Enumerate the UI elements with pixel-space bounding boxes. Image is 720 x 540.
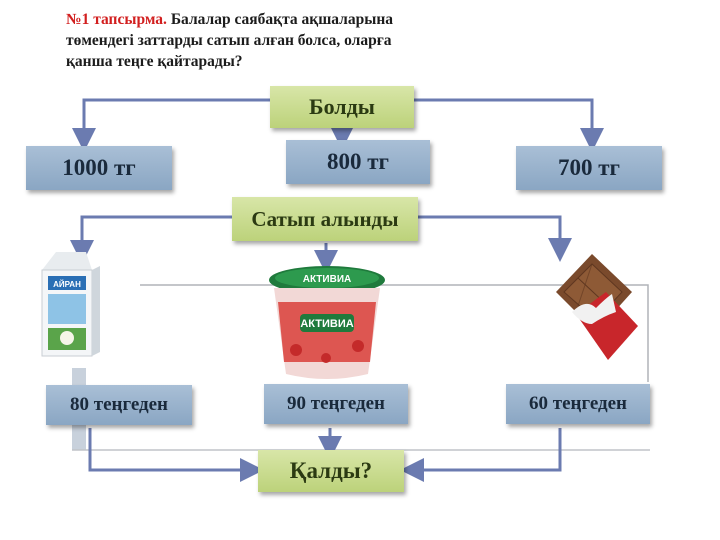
price-box-3: 60 теңгеден bbox=[506, 384, 650, 424]
yogurt-lid-text: АКТИВИА bbox=[303, 274, 352, 285]
task-line-1: Балалар саябақта ақшаларына bbox=[170, 11, 394, 28]
had-label-box: Болды bbox=[270, 86, 414, 128]
milk-brand-text: АЙРАН bbox=[53, 280, 81, 289]
price-box-1: 80 теңгеден bbox=[46, 385, 192, 425]
left-question-box: Қалды? bbox=[258, 450, 404, 492]
task-number: №1 тапсырма. bbox=[66, 11, 167, 28]
ayran-milk-carton-image: АЙРАН bbox=[41, 252, 100, 357]
task-text: №1 тапсырма. Балалар саябақта ақшаларына… bbox=[66, 9, 506, 72]
money-box-3: 700 тг bbox=[516, 146, 662, 190]
activia-yogurt-image: АКТИВИА АКТИВИА bbox=[269, 266, 385, 379]
money-box-1: 1000 тг bbox=[26, 146, 172, 190]
task-line-3: қанша теңге қайтарады? bbox=[66, 53, 243, 70]
task-line-2: төмендегі заттарды сатып алған болса, ол… bbox=[66, 32, 392, 49]
yogurt-brand-text: АКТИВИА bbox=[300, 318, 353, 330]
bought-label-box: Сатып алынды bbox=[232, 197, 418, 241]
money-box-2: 800 тг bbox=[286, 140, 430, 184]
chocolate-bar-image bbox=[556, 254, 638, 360]
price-box-2: 90 теңгеден bbox=[264, 384, 408, 424]
